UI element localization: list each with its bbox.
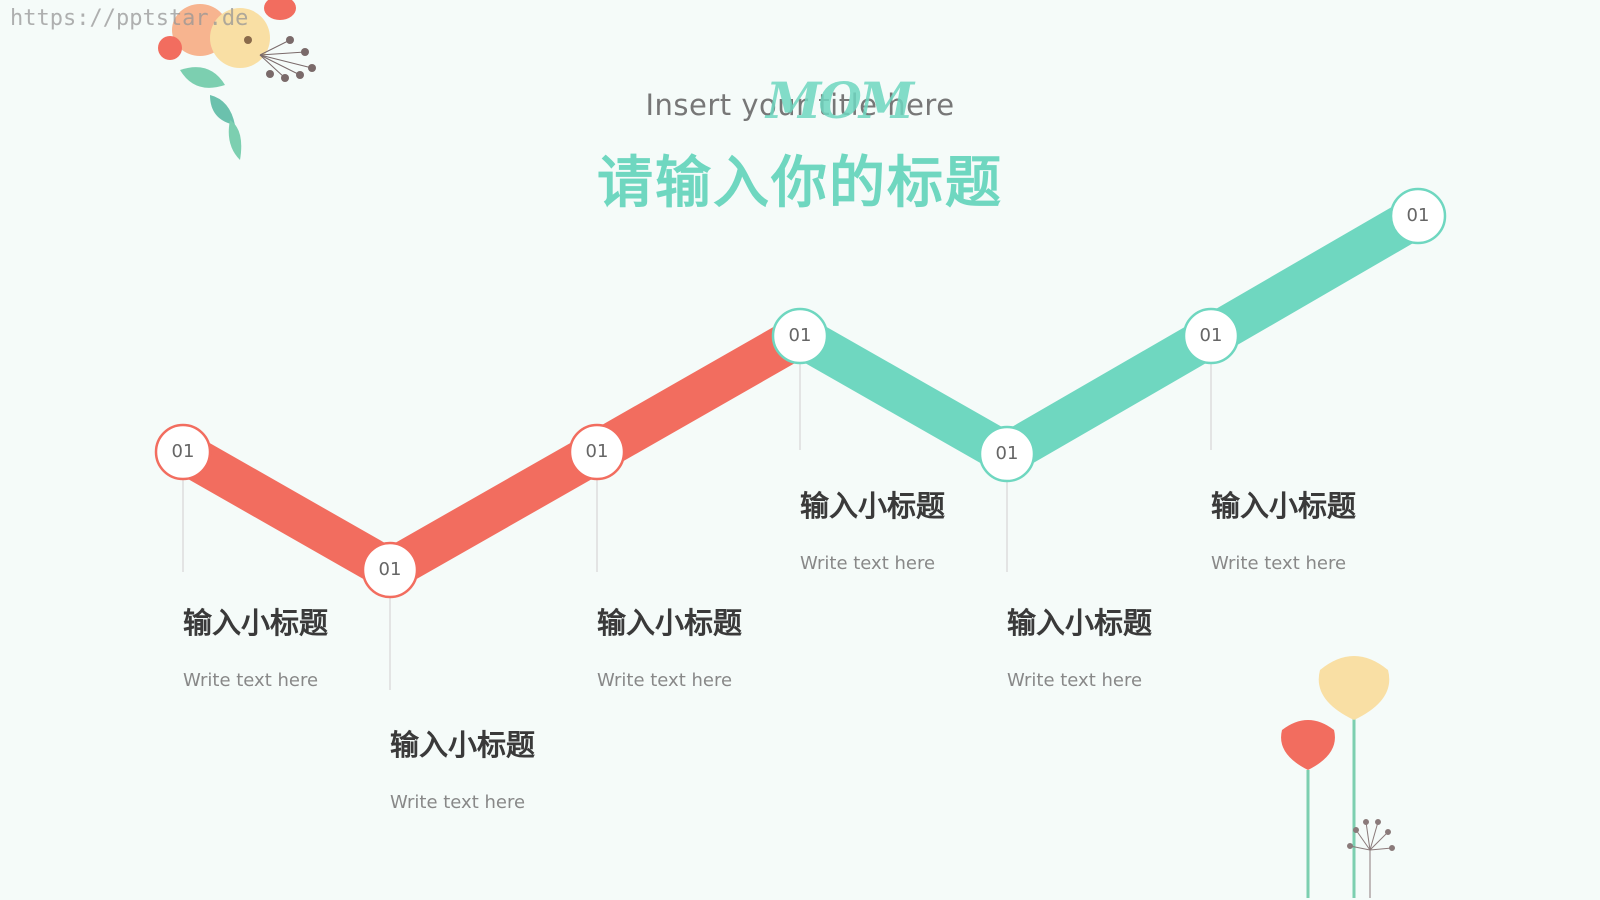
- item-title: 输入小标题: [1211, 489, 1357, 523]
- node-label-2: 01: [378, 559, 402, 580]
- timeline-node: [1389, 187, 1447, 245]
- item-text: Write text here: [1007, 670, 1143, 691]
- watermark-url: https://pptstar.de: [10, 6, 249, 31]
- item-3: 输入小标题 Write text here: [597, 600, 837, 691]
- timeline-node: [568, 423, 626, 481]
- timeline-node: [978, 425, 1036, 483]
- mom-logo: MOM: [766, 71, 914, 130]
- item-4: 输入小标题 Write text here: [800, 483, 1040, 574]
- header-subtitle: Insert your title here: [645, 88, 955, 122]
- node-label-4: 01: [788, 325, 812, 346]
- timeline-node: [771, 307, 829, 365]
- item-5: 输入小标题 Write text here: [1007, 600, 1247, 691]
- timeline-node: [154, 423, 212, 481]
- item-1: 输入小标题 Write text here: [183, 600, 423, 691]
- teal-band: [789, 197, 1429, 479]
- node-label-6: 01: [1199, 325, 1223, 346]
- connector-lines: [182, 360, 1212, 690]
- item-title: 输入小标题: [390, 728, 536, 762]
- item-2: 输入小标题 Write text here: [390, 722, 630, 813]
- flowers-decoration: [1281, 656, 1395, 898]
- item-title: 输入小标题: [800, 489, 946, 523]
- item-title: 输入小标题: [183, 606, 329, 640]
- node-label-7: 01: [1406, 205, 1430, 226]
- item-text: Write text here: [390, 792, 526, 813]
- node-label-1: 01: [171, 441, 195, 462]
- timeline-node: [1182, 307, 1240, 365]
- item-6: 输入小标题 Write text here: [1211, 483, 1451, 574]
- page-title: 请输入你的标题: [597, 151, 1003, 216]
- item-title: 输入小标题: [597, 606, 743, 640]
- flower-bouquet-decoration: [158, 0, 316, 160]
- item-title: 输入小标题: [1007, 606, 1153, 640]
- node-label-5: 01: [995, 443, 1019, 464]
- timeline-node: [361, 541, 419, 599]
- zigzag-band: [172, 197, 1429, 595]
- item-text: Write text here: [597, 670, 733, 691]
- node-label-3: 01: [585, 441, 609, 462]
- item-text: Write text here: [183, 670, 319, 691]
- item-text: Write text here: [1211, 553, 1347, 574]
- timeline-nodes: [154, 187, 1447, 599]
- item-text: Write text here: [800, 553, 936, 574]
- red-band: [172, 317, 811, 595]
